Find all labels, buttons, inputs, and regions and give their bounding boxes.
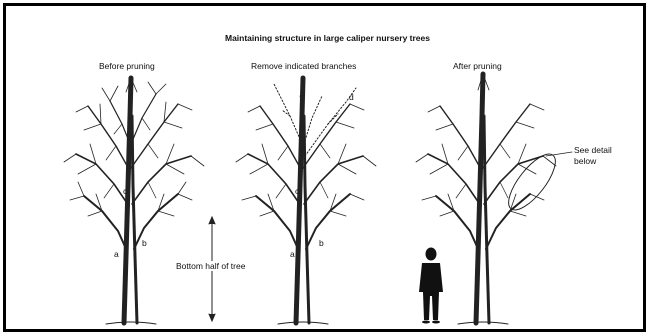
see-detail-label: See detail xyxy=(574,145,612,155)
label-b-tree2: b xyxy=(319,238,324,248)
label-a-tree2: a xyxy=(290,249,295,259)
caption-after-pruning: After pruning xyxy=(453,61,502,71)
bottom-half-label: Bottom half of tree xyxy=(176,261,246,271)
detail-leader-line xyxy=(545,151,573,157)
branches-to-remove xyxy=(273,77,357,157)
label-a-tree1: a xyxy=(114,249,119,259)
tree-before-pruning xyxy=(63,75,205,326)
tree-after-pruning xyxy=(415,71,557,326)
label-c-tree1: c xyxy=(123,186,128,196)
person-silhouette xyxy=(419,247,443,324)
label-d-tree2: d xyxy=(349,92,354,102)
see-detail-label-line2: below xyxy=(574,156,597,166)
label-b-tree1: b xyxy=(142,238,147,248)
tree-remove-branches xyxy=(235,75,377,326)
label-c-tree2: c xyxy=(295,186,300,196)
figure-title: Maintaining structure in large caliper n… xyxy=(224,33,430,43)
figure-frame: Maintaining structure in large caliper n… xyxy=(3,3,646,332)
detail-ellipse xyxy=(508,153,556,211)
caption-remove-branches: Remove indicated branches xyxy=(251,61,357,71)
tree-illustrations xyxy=(63,71,573,326)
caption-before-pruning: Before pruning xyxy=(99,61,155,71)
